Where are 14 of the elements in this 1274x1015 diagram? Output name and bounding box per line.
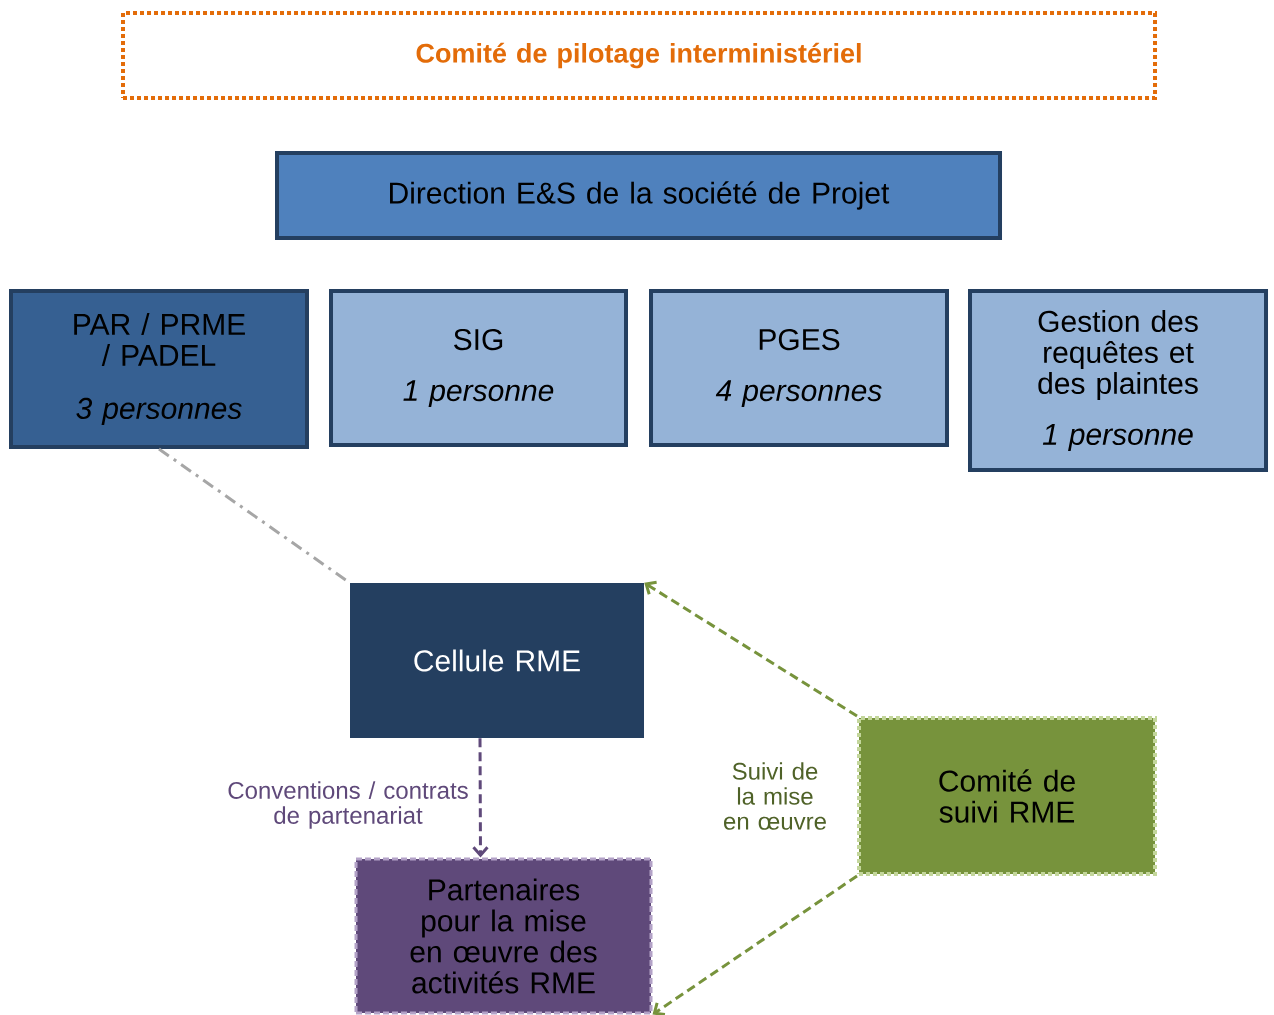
arrow	[472, 738, 489, 858]
arrow	[644, 580, 858, 718]
process-box: Cellule RME	[350, 583, 644, 738]
process-box: Comité de suivi RME	[857, 716, 1157, 876]
edge-label: Suivi de la mise en œuvre	[719, 760, 831, 832]
process-box: Direction E&S de la société de Projet	[275, 151, 1002, 240]
process-box: Gestion des requêtes et des plaintes 1 personne	[968, 289, 1268, 472]
process-box: PAR / PRME / PADEL 3 personnes	[9, 289, 309, 449]
process-box: Partenaires pour la mise en œuvre des activités RME	[354, 857, 653, 1015]
process-box: PGES 4 personnes	[649, 289, 949, 447]
dotted-frame: Comité de pilotage interministériel	[121, 11, 1157, 100]
process-box: SIG 1 personne	[329, 289, 628, 447]
edge-label: Conventions / contrats de partenariat	[218, 779, 478, 831]
arrow	[652, 874, 858, 1015]
